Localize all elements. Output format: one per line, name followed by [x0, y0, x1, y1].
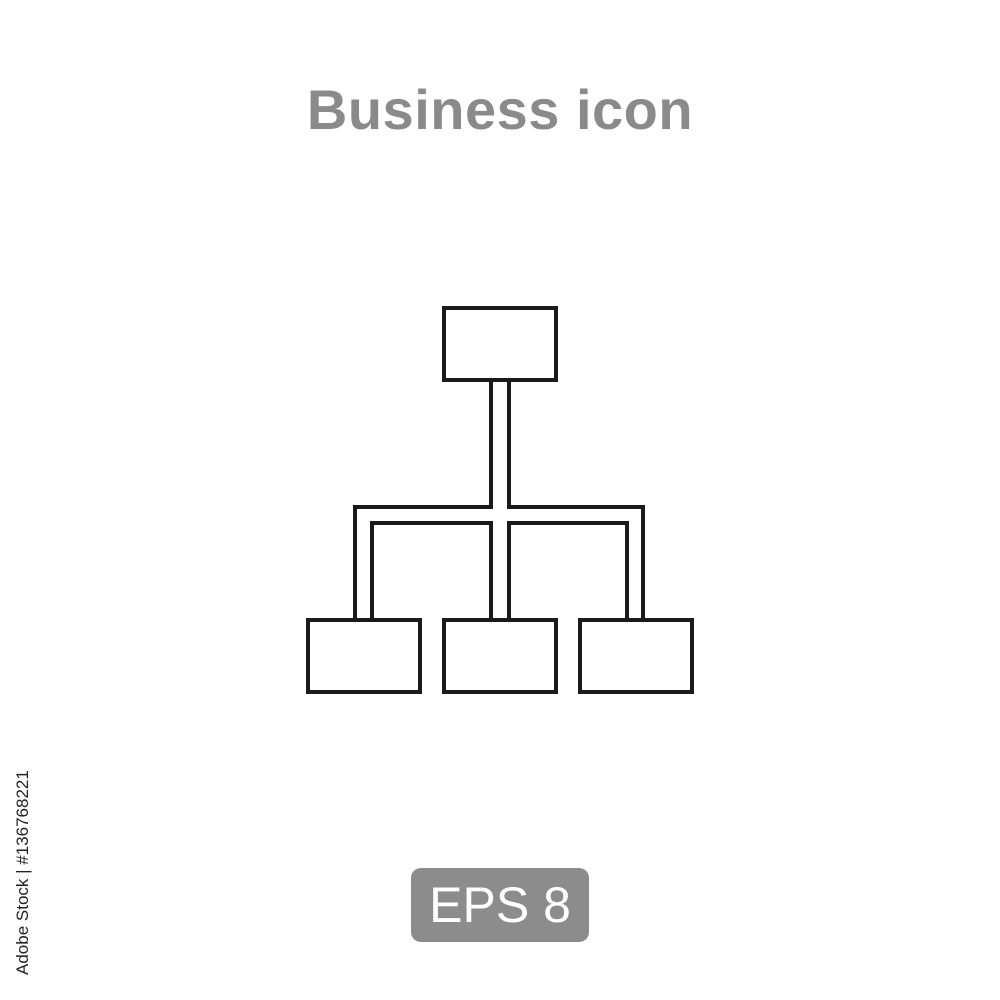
page-title: Business icon [306, 78, 694, 141]
org-chart-top-box [442, 306, 558, 382]
org-chart-bottom-right-box [578, 618, 694, 694]
format-badge-label: EPS 8 [429, 877, 571, 933]
org-chart-right-connector [507, 378, 645, 622]
org-chart-bottom-middle-box [442, 618, 558, 694]
stock-id-caption: Adobe Stock | #136768221 [13, 770, 32, 976]
format-badge: EPS 8 [411, 868, 589, 942]
org-chart-inner-right-connector [507, 521, 629, 622]
org-chart-left-connector [353, 378, 493, 622]
org-chart-bottom-left-box [306, 618, 422, 694]
org-chart-inner-left-connector [370, 521, 493, 622]
